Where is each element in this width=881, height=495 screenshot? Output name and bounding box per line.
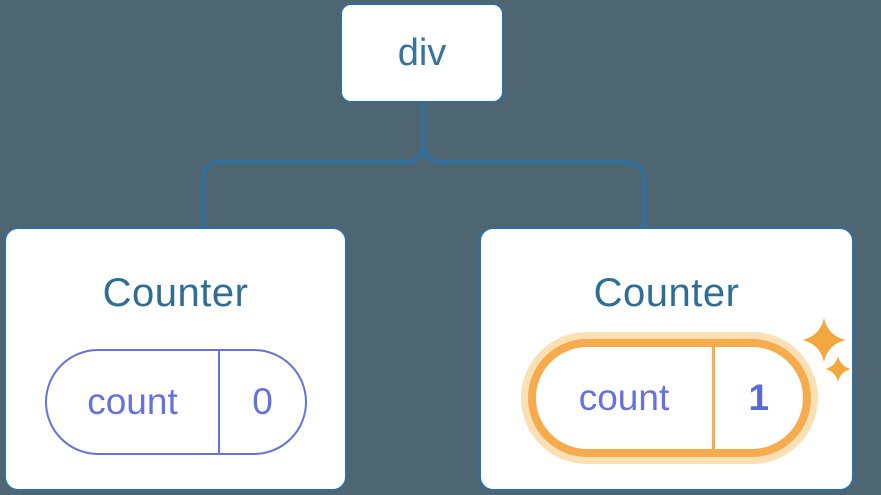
pill-divider: [218, 351, 220, 453]
state-key-label: count: [87, 381, 178, 422]
connector-right-branch: [421, 104, 646, 227]
state-key-segment: count: [536, 347, 712, 449]
counter-card-right: Counter count 1: [479, 227, 854, 491]
sparkle-star-small: [825, 356, 851, 382]
component-title-right: Counter: [593, 271, 740, 315]
counter-card-left: Counter count 0: [4, 227, 347, 491]
state-key-segment: count: [47, 351, 218, 453]
connector-left-branch: [201, 104, 426, 227]
state-pill-right-highlighted: count 1: [528, 339, 811, 457]
state-value-segment: 0: [220, 351, 305, 453]
component-title-left: Counter: [102, 271, 249, 315]
state-value-segment: 1: [715, 347, 804, 449]
root-node-label: div: [397, 31, 447, 74]
state-value-label: 1: [748, 377, 770, 418]
sparkle-icon: [802, 318, 851, 382]
state-pill-left: count 0: [45, 349, 307, 455]
sparkle-star-large: [802, 318, 846, 362]
root-node-div: div: [340, 3, 504, 103]
state-value-label: 0: [252, 381, 273, 422]
pill-divider: [712, 347, 715, 449]
state-key-label: count: [578, 377, 670, 418]
